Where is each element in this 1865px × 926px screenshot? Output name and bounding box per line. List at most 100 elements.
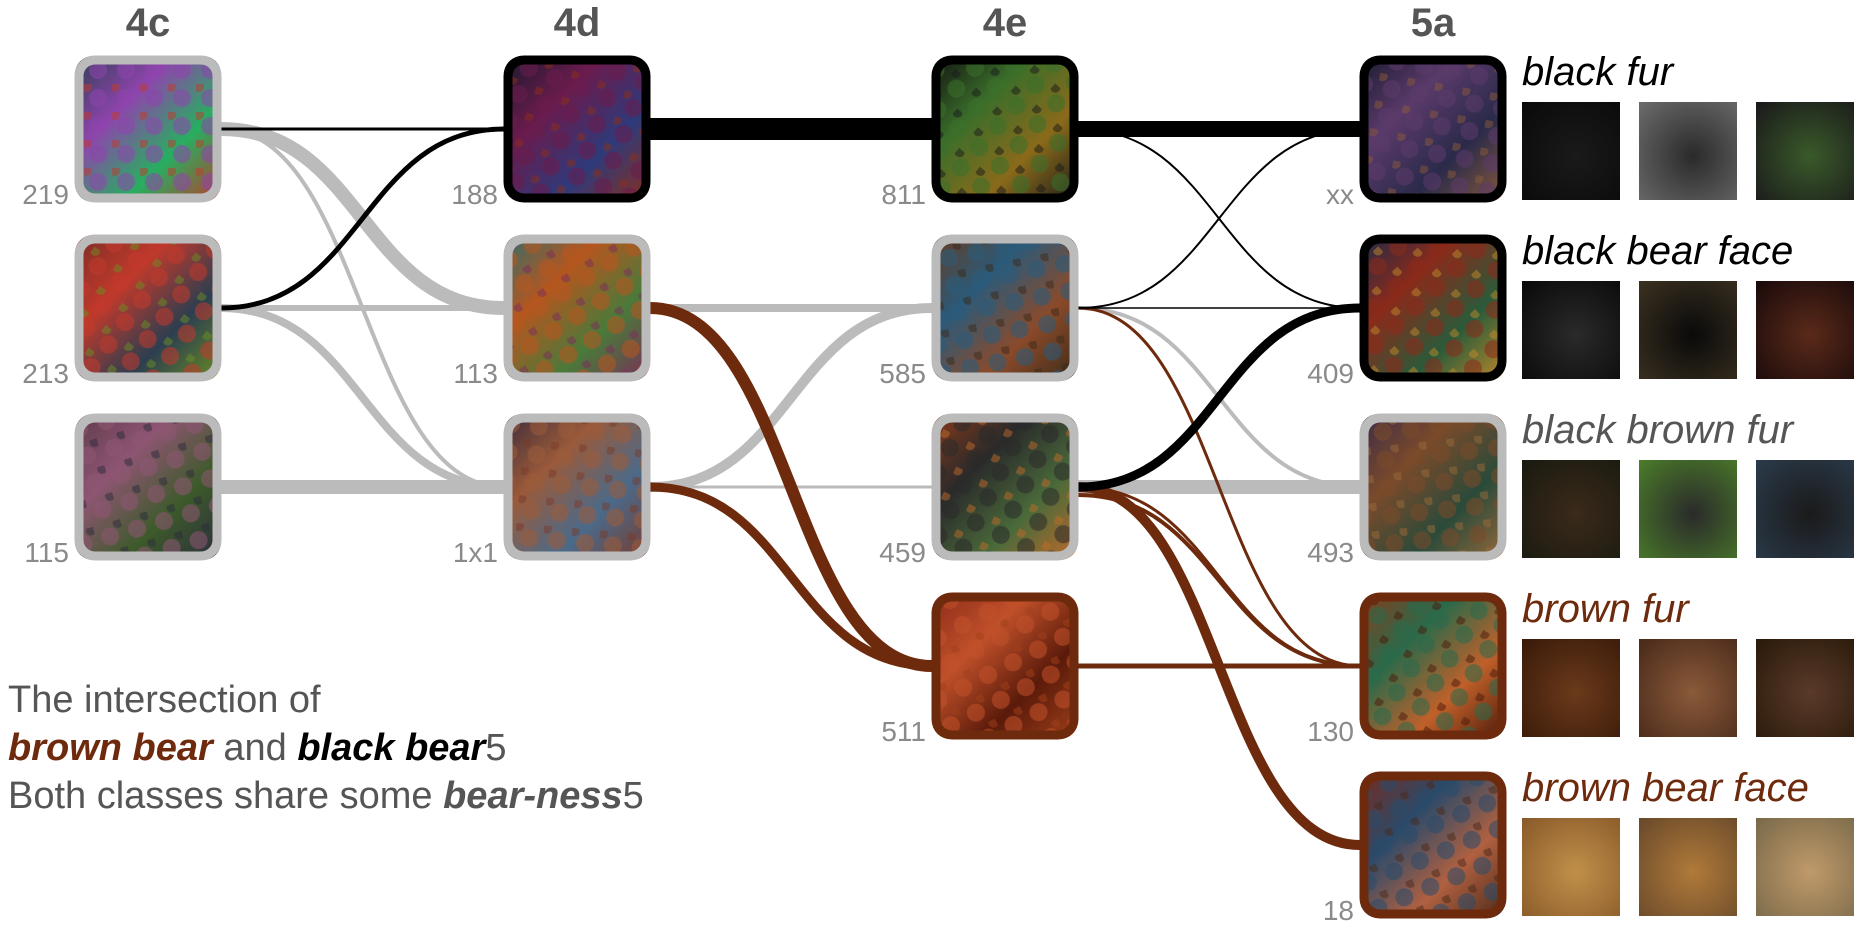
- dataset-example-image: [1522, 818, 1620, 916]
- node-border: [503, 234, 651, 382]
- node-border: [503, 55, 651, 203]
- concept-0: black fur: [1522, 50, 1854, 200]
- concept-label: brown bear face: [1522, 766, 1809, 810]
- node-number: 213: [22, 358, 69, 389]
- edge-4d-1x1-to-4e-585: [645, 303, 937, 492]
- node-group: 219 213 115 188 113 1x1 811 585 459 511 xx 409 493 13…: [22, 55, 1507, 926]
- dataset-example-image: [1639, 460, 1737, 558]
- node-border: [1359, 592, 1507, 740]
- feature-texture: [1360, 235, 1506, 381]
- node-border: [931, 592, 1079, 740]
- node-number: 130: [1307, 716, 1354, 747]
- node-number: 493: [1307, 537, 1354, 568]
- node-5a-18[interactable]: 18: [1323, 771, 1507, 926]
- dataset-example-image: [1639, 281, 1737, 379]
- dataset-example-image: [1522, 102, 1620, 200]
- node-number: 585: [879, 358, 926, 389]
- feature-texture: [75, 235, 221, 381]
- edge-group: [214, 117, 1368, 850]
- dataset-example-image: [1522, 460, 1620, 558]
- feature-texture: [504, 235, 650, 381]
- concept-2: black brown fur: [1522, 408, 1854, 558]
- node-border: [931, 55, 1079, 203]
- caption-brown-bear: brown bear: [8, 727, 215, 769]
- feature-texture: [504, 414, 650, 560]
- concept-label: black bear face: [1522, 229, 1793, 273]
- concept-label: brown fur: [1522, 587, 1690, 631]
- concept-1: black bear face: [1522, 229, 1854, 379]
- node-number: 511: [881, 716, 926, 747]
- node-border: [931, 234, 1079, 382]
- feature-texture: [1360, 56, 1506, 202]
- node-4c-115[interactable]: 115: [24, 413, 222, 568]
- node-4c-213[interactable]: 213: [22, 234, 222, 389]
- caption-footnote-1: 5: [485, 727, 506, 769]
- node-number: 811: [881, 179, 926, 210]
- caption-and: and: [213, 727, 298, 769]
- node-5a-493[interactable]: 493: [1307, 413, 1507, 568]
- feature-texture: [932, 235, 1078, 381]
- node-4d-188[interactable]: 188: [451, 55, 651, 210]
- node-number: 113: [453, 358, 498, 389]
- concept-label: black brown fur: [1522, 408, 1795, 452]
- edge-4e-459-to-5a-409: [1073, 303, 1365, 492]
- node-border: [503, 413, 651, 561]
- node-border: [1359, 55, 1507, 203]
- node-4c-219[interactable]: 219: [22, 55, 222, 210]
- layer-header-4d: 4d: [554, 1, 601, 45]
- caption-line-1: The intersection of: [8, 679, 321, 721]
- node-4e-511[interactable]: 511: [881, 592, 1079, 747]
- feature-texture: [932, 593, 1078, 739]
- feature-texture: [1360, 414, 1506, 560]
- caption-share: Both classes share some: [8, 775, 443, 817]
- caption-footnote-2: 5: [623, 775, 644, 817]
- edge-4e-585-to-5a-130: [1076, 306, 1362, 668]
- node-4d-113[interactable]: 113: [453, 234, 651, 389]
- node-number: 1x1: [453, 537, 498, 568]
- edge-4c-213-to-4d-1x1: [217, 304, 508, 491]
- node-border: [74, 55, 222, 203]
- node-5a-130[interactable]: 130: [1307, 592, 1507, 747]
- edge-4e-459-to-5a-130: [1076, 485, 1362, 668]
- concept-4: brown bear face: [1522, 766, 1854, 916]
- dataset-example-image: [1639, 639, 1737, 737]
- node-number: 115: [24, 537, 69, 568]
- feature-texture: [75, 56, 221, 202]
- dataset-example-image: [1522, 639, 1620, 737]
- node-number: 409: [1307, 358, 1354, 389]
- feature-texture: [1360, 593, 1506, 739]
- caption-bear-ness: bear-ness: [443, 775, 623, 817]
- edge-4e-459-to-5a-130: [1076, 493, 1362, 668]
- dataset-example-image: [1639, 102, 1737, 200]
- node-number: 219: [22, 179, 69, 210]
- concept-group: black fur black bear face black brown fur b…: [1522, 50, 1854, 916]
- feature-texture: [75, 414, 221, 560]
- node-5a-409[interactable]: 409: [1307, 234, 1507, 389]
- caption-line-3: Both classes share some bear-ness5: [8, 775, 644, 817]
- node-4e-585[interactable]: 585: [879, 234, 1079, 389]
- node-4e-811[interactable]: 811: [881, 55, 1079, 210]
- dataset-example-image: [1756, 639, 1854, 737]
- edge-4d-113-to-4e-511: [644, 302, 938, 672]
- dataset-example-image: [1756, 460, 1854, 558]
- node-border: [74, 234, 222, 382]
- dataset-example-image: [1756, 281, 1854, 379]
- node-5a-xx[interactable]: xx: [1326, 55, 1507, 210]
- node-4d-1x1[interactable]: 1x1: [453, 413, 651, 568]
- edge-4e-585-to-5a-xx: [1077, 128, 1361, 309]
- dataset-example-image: [1639, 818, 1737, 916]
- dataset-example-image: [1756, 102, 1854, 200]
- caption-line-2: brown bear and black bear5: [8, 727, 506, 769]
- node-number: 459: [879, 537, 926, 568]
- node-border: [1359, 413, 1507, 561]
- feature-texture: [1360, 772, 1506, 918]
- feature-texture: [504, 56, 650, 202]
- node-4e-459[interactable]: 459: [879, 413, 1079, 568]
- caption: The intersection of brown bear and black…: [8, 679, 644, 817]
- edge-4d-1x1-to-4e-511: [645, 482, 937, 671]
- node-number: xx: [1326, 179, 1354, 210]
- caption-black-bear: black bear: [297, 727, 487, 769]
- node-border: [1359, 771, 1507, 919]
- concept-3: brown fur: [1522, 587, 1854, 737]
